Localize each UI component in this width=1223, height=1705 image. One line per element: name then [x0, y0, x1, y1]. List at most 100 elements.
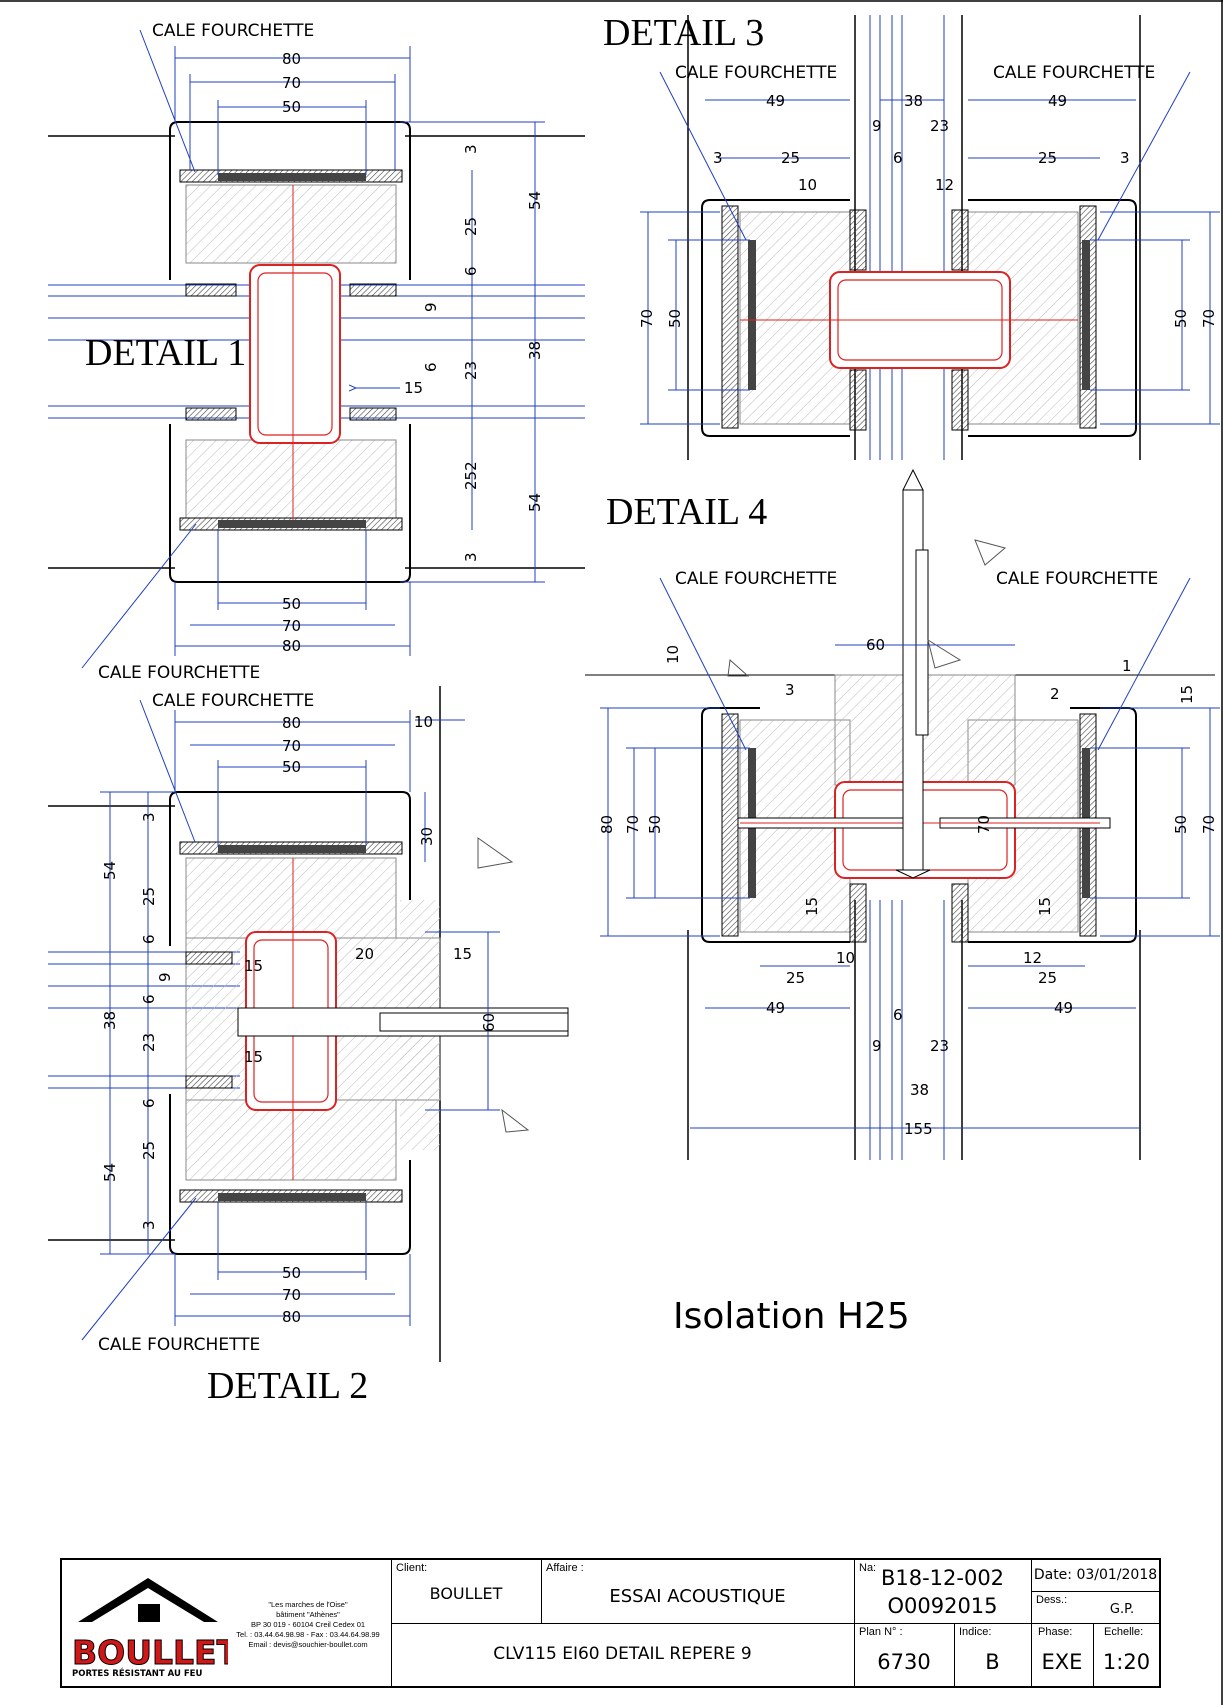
dim: 70 [282, 737, 301, 755]
dim: 38 [910, 1081, 929, 1099]
dim: 15 [1178, 685, 1196, 704]
dim: 15 [404, 379, 423, 397]
dim: 49 [766, 92, 785, 110]
dim: 25 [140, 1141, 158, 1160]
dim: 12 [935, 176, 954, 194]
plan-value: 6730 [877, 1650, 931, 1674]
logo-cell: BOULLET PORTES RÉSISTANT AU FEU "Les mar… [62, 1560, 392, 1686]
callout-d4-left: CALE FOURCHETTE [675, 569, 837, 589]
dim: 60 [480, 1013, 498, 1032]
dim: 80 [282, 714, 301, 732]
date-value: Date: 03/01/2018 [1033, 1567, 1158, 1583]
dim: 15 [244, 1048, 263, 1066]
indice-value: B [985, 1650, 1000, 1674]
dim: 25 [1038, 149, 1057, 167]
affaire-value: ESSAI ACOUSTIQUE [609, 1586, 786, 1607]
address-line: "Les marches de l'Oise" [268, 1600, 348, 1609]
dim: 80 [282, 1308, 301, 1326]
detail-2-title: DETAIL 2 [207, 1365, 368, 1407]
dim: 10 [664, 645, 682, 664]
dim: 50 [282, 595, 301, 613]
dim: 6 [140, 934, 158, 944]
dim: 50 [282, 1264, 301, 1282]
dim: 54 [526, 191, 544, 210]
dim: 23 [462, 361, 480, 380]
dim: 3 [462, 552, 480, 562]
dim: 15 [1036, 897, 1054, 916]
dess-value: G.P. [1109, 1602, 1135, 1617]
dim: 6 [893, 1006, 903, 1024]
detail-2 [48, 686, 569, 1362]
dim: 70 [282, 617, 301, 635]
dim: 3 [1120, 149, 1130, 167]
callout-d2-bottom: CALE FOURCHETTE [98, 1335, 260, 1355]
dim: 23 [930, 117, 949, 135]
dim: 50 [282, 98, 301, 116]
dim: 3 [140, 1220, 158, 1230]
dim: 50 [282, 758, 301, 776]
dim: 6 [893, 149, 903, 167]
dim: 155 [904, 1120, 933, 1138]
dim: 70 [638, 309, 656, 328]
description-cell: CLV115 EI60 DETAIL REPERE 9 [392, 1624, 855, 1686]
dim: 70 [282, 74, 301, 92]
dim: 70 [1200, 309, 1218, 328]
dess-caption: Dess.: [1036, 1594, 1068, 1606]
callout-d2-top: CALE FOURCHETTE [152, 691, 314, 711]
dim: 3 [785, 681, 795, 699]
dim: 9 [872, 1037, 882, 1055]
dim: 6 [140, 994, 158, 1004]
callout-d1-bottom: CALE FOURCHETTE [98, 663, 260, 683]
dim: 49 [1054, 999, 1073, 1017]
address-line: Email : devis@souchier-boullet.com [248, 1640, 368, 1649]
dim: 6 [422, 362, 440, 372]
company-address: "Les marches de l'Oise" bâtiment "Athène… [230, 1600, 386, 1650]
detail-1-title: DETAIL 1 [85, 332, 246, 374]
dim: 3 [140, 812, 158, 822]
dim: 12 [1023, 949, 1042, 967]
dim: 10 [836, 949, 855, 967]
dim: 50 [1172, 815, 1190, 834]
dim: 20 [355, 945, 374, 963]
plan-caption: Plan N° : [859, 1626, 903, 1638]
detail-4 [585, 468, 1220, 1160]
dim: 25 [140, 887, 158, 906]
client-caption: Client: [396, 1562, 428, 1574]
na-caption: Na: [859, 1562, 877, 1574]
dim: 25 [462, 217, 480, 236]
dim: 23 [140, 1033, 158, 1052]
detail-3-title: DETAIL 3 [603, 12, 764, 54]
dim: 70 [624, 815, 642, 834]
dim: 3 [462, 144, 480, 154]
dim: 80 [598, 815, 616, 834]
na-cell: Na: B18-12-002 O0092015 [855, 1560, 1032, 1624]
dim: 10 [798, 176, 817, 194]
dim: 25 [1038, 969, 1057, 987]
dim: 70 [282, 1286, 301, 1304]
dim: 38 [101, 1011, 119, 1030]
echelle-value: 1:20 [1102, 1650, 1151, 1674]
client-cell: Client: BOULLET [392, 1560, 542, 1624]
logo-tagline: PORTES RÉSISTANT AU FEU [72, 1667, 202, 1679]
phase-caption: Phase: [1038, 1626, 1073, 1638]
logo-text: BOULLET [72, 1633, 228, 1672]
echelle-caption: Echelle: [1104, 1626, 1144, 1638]
dim: 9 [156, 972, 174, 982]
detail-3 [640, 15, 1220, 460]
isolation-label: Isolation H25 [673, 1296, 910, 1337]
dess-cell: Dess.: G.P. [1032, 1592, 1159, 1624]
dim: 38 [904, 92, 923, 110]
dim: 80 [282, 50, 301, 68]
date-cell: Date: 03/01/2018 [1032, 1560, 1159, 1592]
dim: 70 [975, 815, 993, 834]
dim: 1 [1122, 657, 1132, 675]
phase-value: EXE [1041, 1650, 1083, 1674]
title-block: BOULLET PORTES RÉSISTANT AU FEU "Les mar… [60, 1558, 1161, 1688]
dim: 30 [418, 827, 436, 846]
dim: 50 [666, 309, 684, 328]
dim: 38 [526, 341, 544, 360]
dim: 60 [866, 636, 885, 654]
echelle-cell: Echelle: 1:20 [1094, 1624, 1159, 1686]
callout-d3-right: CALE FOURCHETTE [993, 63, 1155, 83]
dim: 23 [930, 1037, 949, 1055]
